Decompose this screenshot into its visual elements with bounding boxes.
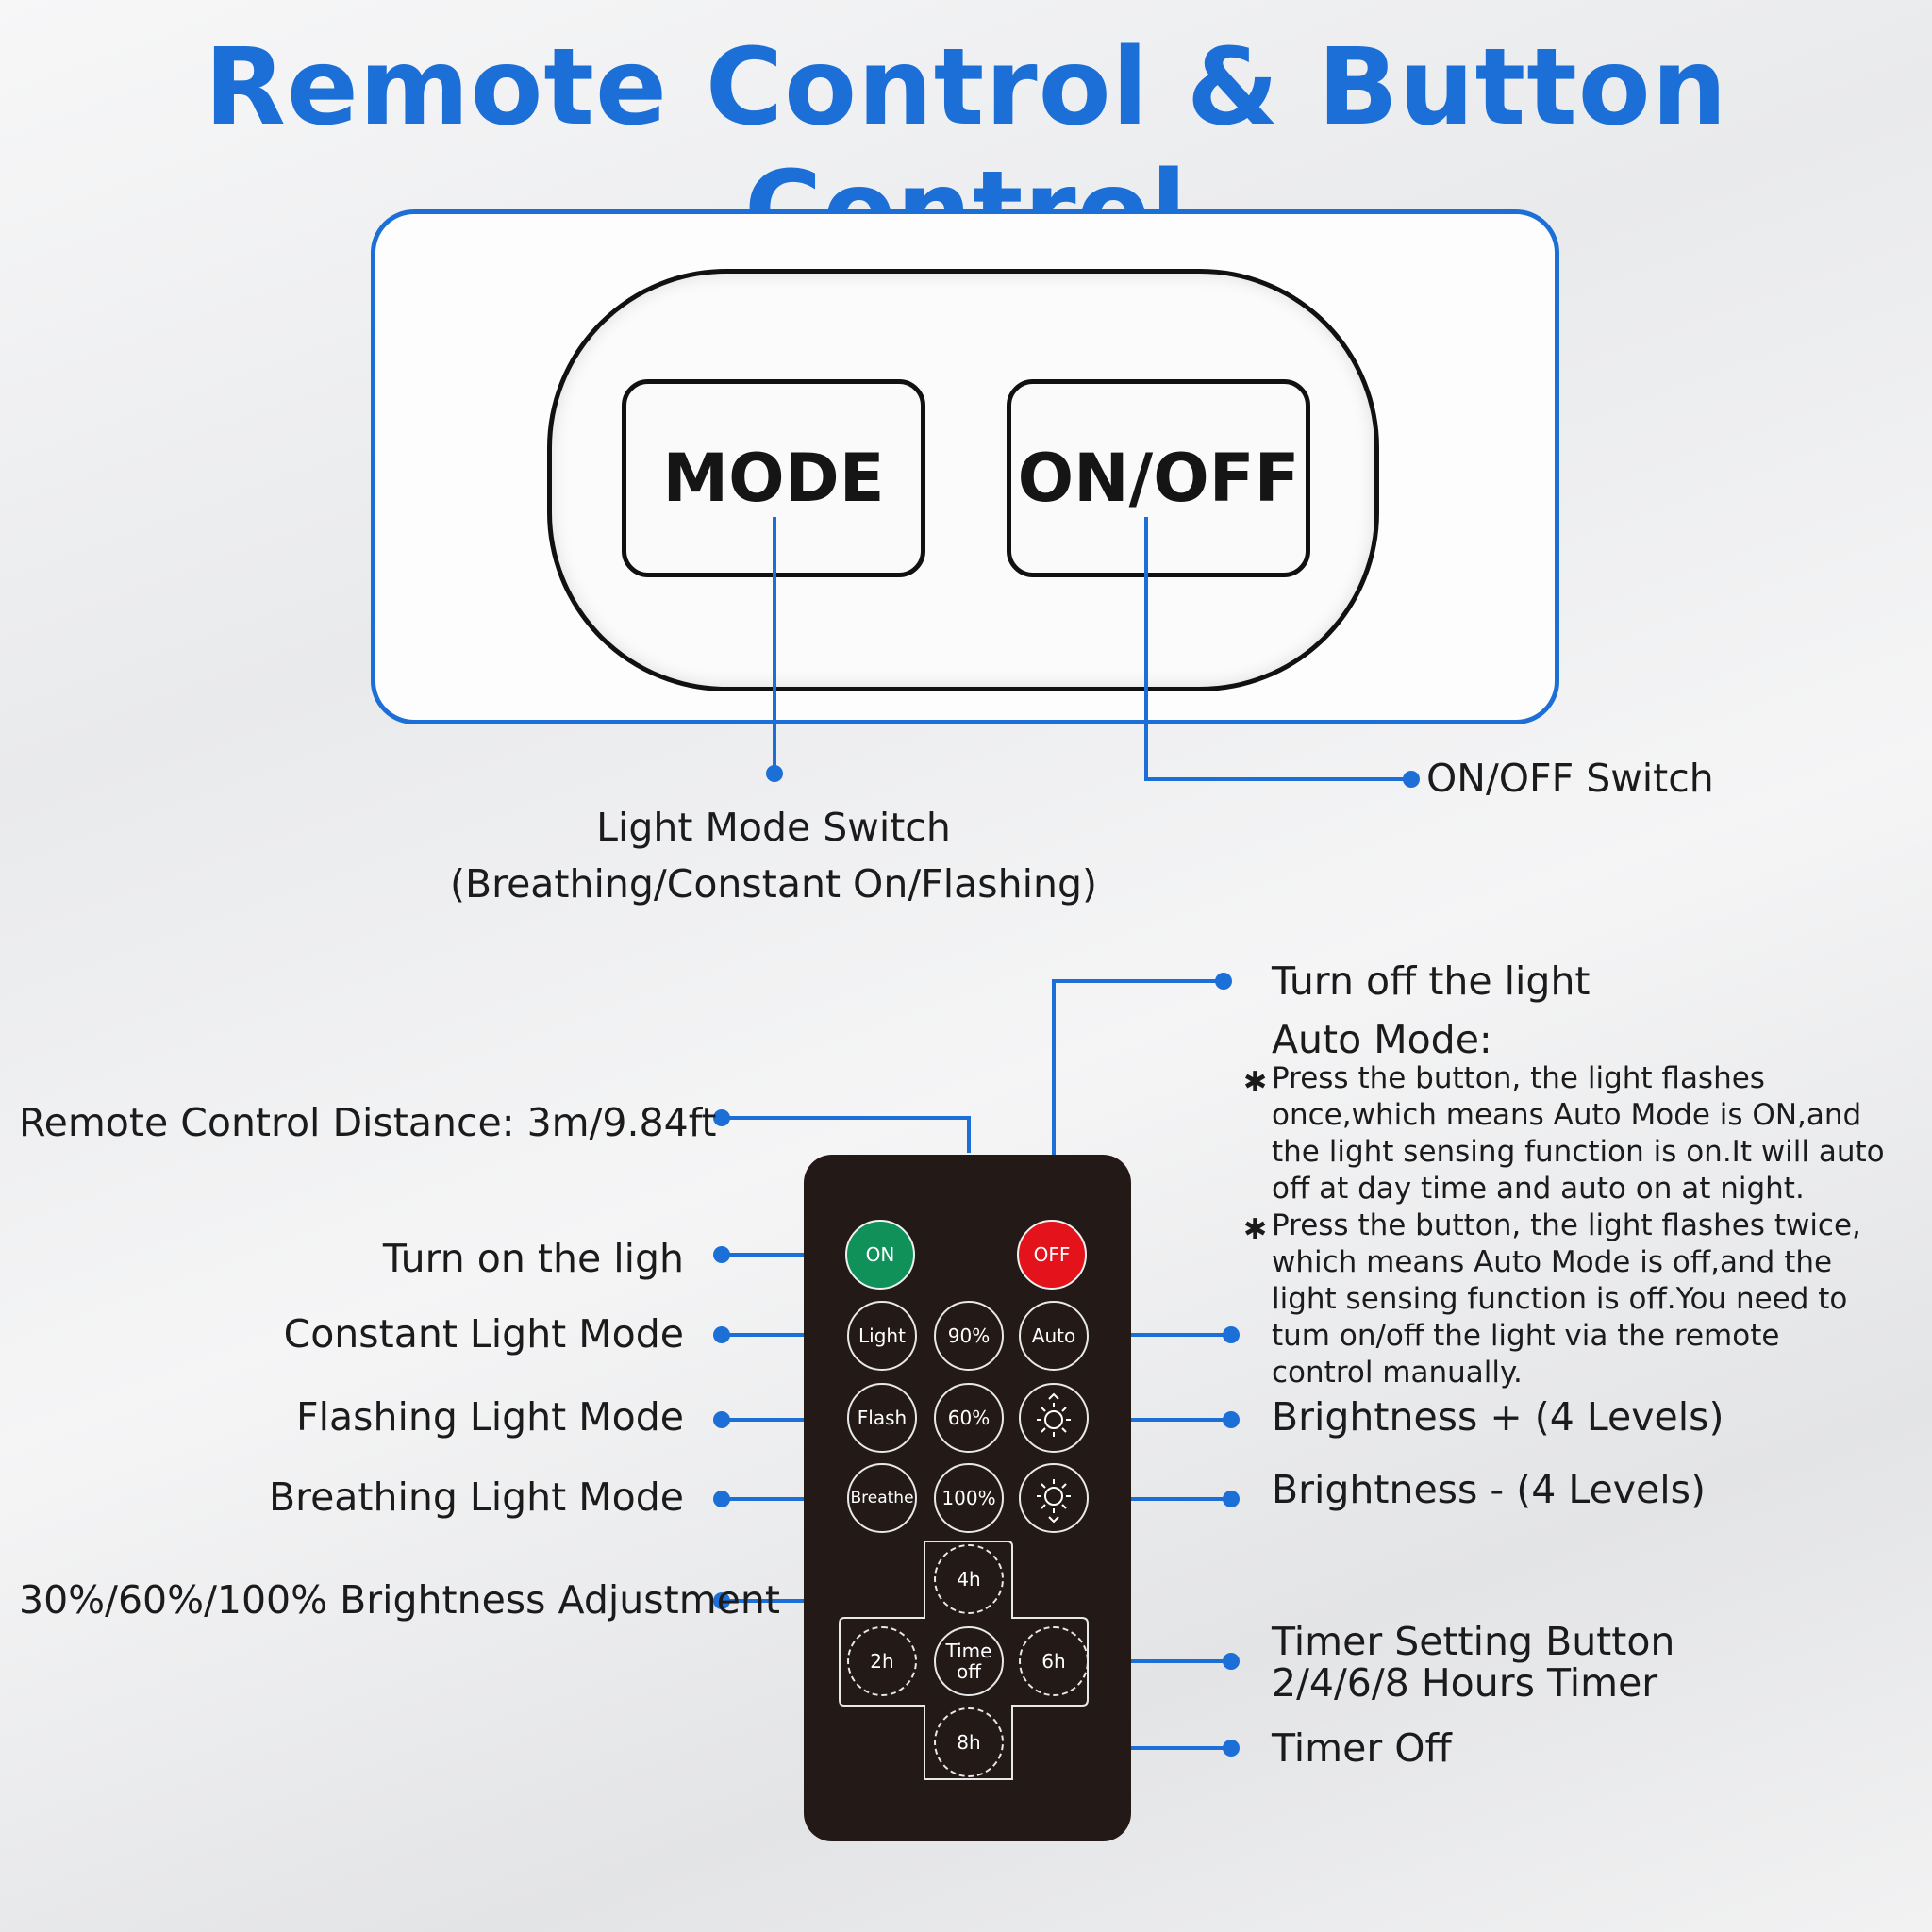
onoff-caption: ON/OFF Switch — [1426, 756, 1714, 801]
constant-mode-label: Constant Light Mode — [283, 1311, 684, 1357]
brightness-90-button[interactable]: 90% — [934, 1301, 1004, 1371]
note-marker: ✱ — [1243, 1067, 1268, 1098]
auto-note-2: Press the button, the light flashes twic… — [1272, 1208, 1861, 1390]
mode-caption-line2: (Breathing/Constant On/Flashing) — [450, 861, 1097, 907]
on-button[interactable]: ON — [845, 1220, 915, 1290]
brightness-up-icon — [1037, 1392, 1071, 1437]
timer-8h-button[interactable]: 8h — [934, 1707, 1004, 1777]
turn-off-label: Turn off the light — [1272, 958, 1591, 1004]
timer-hours-label: 2/4/6/8 Hours Timer — [1272, 1660, 1658, 1706]
brightness-minus-label: Brightness - (4 Levels) — [1272, 1467, 1706, 1512]
light-button[interactable]: Light — [847, 1301, 917, 1371]
brightness-adjust-label: 30%/60%/100% Brightness Adjustment — [19, 1577, 780, 1623]
flashing-mode-label: Flashing Light Mode — [296, 1394, 684, 1440]
timer-2h-button[interactable]: 2h — [847, 1626, 917, 1696]
turn-on-label: Turn on the ligh — [382, 1236, 684, 1281]
timer-6h-button[interactable]: 6h — [1019, 1626, 1089, 1696]
brightness-down-icon — [1037, 1479, 1071, 1524]
breathing-mode-label: Breathing Light Mode — [269, 1474, 684, 1520]
brightness-up-button[interactable] — [1019, 1383, 1089, 1453]
timer-off-line1: Time — [945, 1640, 992, 1662]
brightness-plus-label: Brightness + (4 Levels) — [1272, 1394, 1724, 1440]
breathe-button[interactable]: Breathe — [847, 1463, 917, 1533]
timer-setting-label: Timer Setting Button — [1272, 1619, 1675, 1664]
auto-note-1: Press the button, the light flashes once… — [1272, 1061, 1885, 1206]
brightness-down-button[interactable] — [1019, 1463, 1089, 1533]
timer-4h-button[interactable]: 4h — [934, 1544, 1004, 1614]
off-button[interactable]: OFF — [1017, 1220, 1087, 1290]
onoff-button[interactable]: ON/OFF — [1007, 379, 1310, 577]
timer-off-button[interactable]: Time off — [934, 1626, 1004, 1696]
brightness-100-button[interactable]: 100% — [934, 1463, 1004, 1533]
distance-label: Remote Control Distance: 3m/9.84ft — [19, 1100, 717, 1145]
brightness-60-button[interactable]: 60% — [934, 1383, 1004, 1453]
auto-button[interactable]: Auto — [1019, 1301, 1089, 1371]
flash-button[interactable]: Flash — [847, 1383, 917, 1453]
timer-off-label: Timer Off — [1272, 1725, 1452, 1771]
mode-caption-line1: Light Mode Switch — [596, 805, 951, 850]
timer-off-line2: off — [956, 1660, 981, 1683]
auto-mode-title: Auto Mode: — [1272, 1017, 1492, 1062]
timer-cluster-outline — [839, 1541, 1089, 1780]
note-marker: ✱ — [1243, 1214, 1268, 1245]
